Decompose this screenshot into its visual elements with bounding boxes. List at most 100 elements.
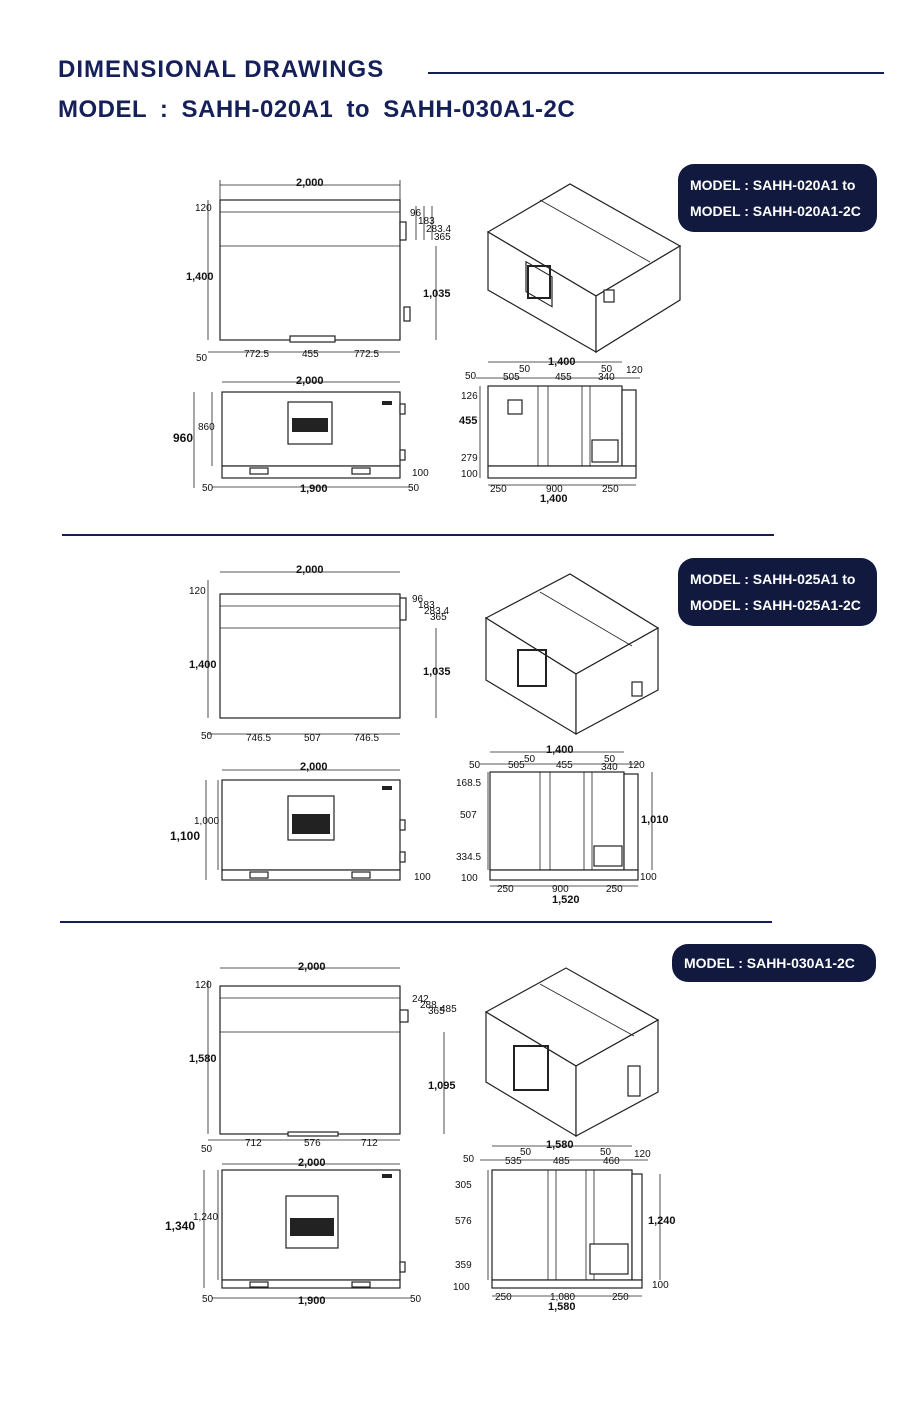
- dim-seg: 455: [555, 372, 572, 383]
- dim-left-base: 50: [196, 353, 208, 364]
- model-badge: MODEL : SAHH-020A1 to MODEL : SAHH-020A1…: [678, 164, 877, 232]
- dim-v: 507: [460, 810, 477, 821]
- dim-small: 242: [412, 994, 429, 1005]
- model-badge: MODEL : SAHH-030A1-2C: [672, 944, 876, 982]
- dim-top-offset: 120: [195, 203, 212, 214]
- dim-side-base-h: 100: [461, 873, 478, 884]
- dim-base-width: 1,900: [300, 483, 328, 495]
- dim-side-base-h: 100: [453, 1282, 470, 1293]
- dim-small: 183: [418, 600, 435, 611]
- dim-b: 900: [546, 484, 563, 495]
- dim-height: 1,400: [186, 271, 214, 283]
- dim-bottom: 712: [245, 1138, 262, 1149]
- iso-view: [484, 967, 660, 1138]
- dim-off-right: 120: [626, 365, 643, 376]
- dim-side-base-width: 1,520: [552, 894, 580, 906]
- section-divider: [60, 921, 772, 923]
- dim-b: 900: [552, 884, 569, 895]
- dim-off-right: 120: [634, 1149, 651, 1160]
- dim-v: 576: [455, 1216, 472, 1227]
- dim-small: 96: [412, 594, 424, 605]
- dim-bottom: 746.5: [354, 733, 379, 744]
- dim-seg: 50: [604, 754, 616, 765]
- dim-base-width: 1,900: [298, 1295, 326, 1307]
- dim-seg: 50: [519, 364, 531, 375]
- page-subtitle: MODEL : SAHH-020A1 to SAHH-030A1-2C: [58, 96, 576, 123]
- dim-small: 365: [428, 1006, 445, 1017]
- dim-v: 334.5: [456, 852, 481, 863]
- dim-v: 126: [461, 391, 478, 402]
- dim-total-h: 1,100: [170, 829, 200, 843]
- dim-small: 283.4: [424, 606, 449, 617]
- front-view: 2,000 1,240 1,340 50 1,900 50: [165, 1157, 422, 1307]
- dim-off-left: 50: [465, 371, 477, 382]
- dim-small: 288: [420, 1000, 437, 1011]
- dim-seg: 485: [553, 1156, 570, 1167]
- dim-seg: 455: [556, 760, 573, 771]
- title-rule: [428, 72, 884, 74]
- dim-width: 2,000: [296, 564, 324, 576]
- iso-view: [484, 573, 660, 736]
- dim-b: 250: [612, 1292, 629, 1303]
- dim-b: 250: [495, 1292, 512, 1303]
- dim-seg: 50: [524, 754, 536, 765]
- dim-width: 2,000: [296, 177, 324, 189]
- dim-bottom: 746.5: [246, 733, 271, 744]
- dim-inner-h: 860: [198, 422, 215, 433]
- dim-side-right-h: 1,010: [641, 814, 669, 826]
- dim-bottom: 712: [361, 1138, 378, 1149]
- dim-b: 250: [497, 884, 514, 895]
- dim-left-base: 50: [201, 1144, 213, 1155]
- dim-seg: 50: [601, 364, 613, 375]
- iso-view: [486, 183, 682, 354]
- side-view: 1,580 50 535 50 485 50 460 120 305 576 3…: [453, 1139, 676, 1313]
- dim-height: 1,580: [189, 1053, 217, 1065]
- page-title: DIMENSIONAL DRAWINGS: [58, 56, 385, 83]
- dim-inner-h: 1,000: [194, 816, 219, 827]
- top-view: 2,000 120 1,400 1,035 96 183 283.4 365 5…: [186, 177, 451, 364]
- dim-seg: 50: [600, 1147, 612, 1158]
- dim-seg: 505: [508, 760, 525, 771]
- dim-v: 359: [455, 1260, 472, 1271]
- model-badge: MODEL : SAHH-025A1 to MODEL : SAHH-025A1…: [678, 558, 877, 626]
- top-view: 2,000 120 1,580 1,095 242 288 365 485 50…: [189, 961, 457, 1155]
- dim-b: 250: [602, 484, 619, 495]
- dim-side-base-width: 1,580: [548, 1301, 576, 1313]
- side-view: 1,400 50 505 50 455 50 340 120 126 455 2…: [459, 356, 643, 505]
- dim-side-base-h: 100: [461, 469, 478, 480]
- section-divider: [62, 534, 774, 536]
- dim-height: 1,400: [189, 659, 217, 671]
- dim-right-height: 1,035: [423, 666, 451, 678]
- top-view: 2,000 120 1,400 1,035 96 183 283.4 365 5…: [189, 564, 451, 744]
- dim-seg: 460: [603, 1156, 620, 1167]
- dim-off-left: 50: [463, 1154, 475, 1165]
- dim-small: 283.4: [426, 224, 451, 235]
- section-2-drawings: 2,000 120 1,400 1,035 96 183 283.4 365 5…: [170, 564, 669, 906]
- front-view: 2,000 1,000 1,100 100: [170, 761, 431, 883]
- dim-side-right-h: 1,240: [648, 1215, 676, 1227]
- dim-inner-h: 1,240: [193, 1212, 218, 1223]
- dim-small: 365: [434, 232, 451, 243]
- dim-base-left: 50: [202, 1294, 214, 1305]
- dim-v: 168.5: [456, 778, 481, 789]
- dim-small: 365: [430, 612, 447, 623]
- dim-base-right: 50: [408, 483, 420, 494]
- side-view: 1,400 50 505 50 455 50 340 120 168.5 507…: [456, 744, 669, 906]
- dim-off-left: 50: [469, 760, 481, 771]
- dim-seg: 340: [601, 762, 618, 773]
- dim-bottom: 772.5: [354, 349, 379, 360]
- dim-bottom: 772.5: [244, 349, 269, 360]
- dim-v: 305: [455, 1180, 472, 1191]
- dim-side-base-h-r: 100: [652, 1280, 669, 1291]
- dim-base-h: 100: [414, 872, 431, 883]
- dim-side-base-width: 1,400: [540, 493, 568, 505]
- dim-v: 455: [459, 415, 477, 427]
- dim-right-height: 1,035: [423, 288, 451, 300]
- dim-v: 279: [461, 453, 478, 464]
- dim-base-right: 50: [410, 1294, 422, 1305]
- dim-top-offset: 120: [195, 980, 212, 991]
- dim-small: 485: [440, 1004, 457, 1015]
- dim-side-width: 1,580: [546, 1139, 574, 1151]
- dim-bottom: 455: [302, 349, 319, 360]
